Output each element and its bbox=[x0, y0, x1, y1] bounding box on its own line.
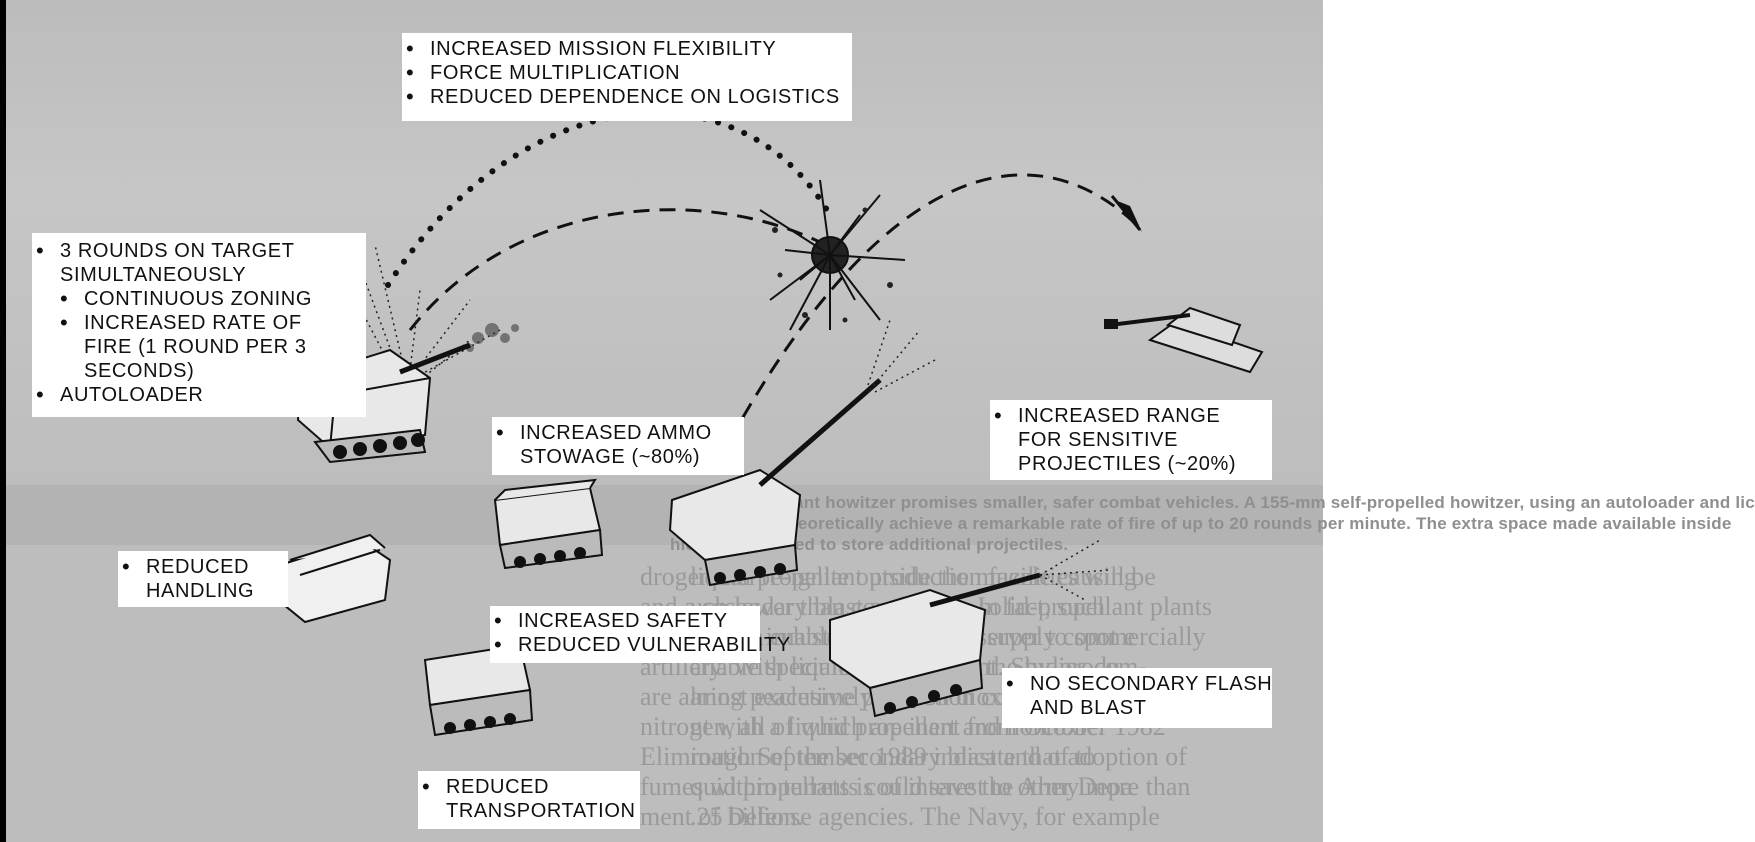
muzzle-spray-left bbox=[329, 239, 501, 381]
rate-line-2: FIRE (1 ROUND PER 3 bbox=[84, 336, 307, 358]
diagram-artwork bbox=[276, 109, 1264, 737]
label-reduced-handling: REDUCED HANDLING bbox=[118, 551, 288, 607]
ammo-vehicle bbox=[493, 478, 604, 570]
projectile-arrow bbox=[1110, 195, 1142, 232]
handling-line-1: REDUCED bbox=[118, 555, 288, 579]
flash-line-1: NO SECONDARY FLASH bbox=[1002, 672, 1272, 696]
range-line-2: FOR SENSITIVE bbox=[1018, 429, 1179, 451]
caption-line-2: opellant, can theoretically achieve a re… bbox=[670, 514, 1732, 533]
dotted-trajectory bbox=[385, 109, 833, 288]
autoloader-item: AUTOLOADER bbox=[32, 383, 366, 407]
vulnerability-item: REDUCED VULNERABILITY bbox=[490, 633, 790, 657]
article-right-line: rough September 1989 indicate that adopt… bbox=[690, 742, 1187, 771]
caption-band bbox=[6, 485, 1323, 545]
rounds-line-2: SIMULTANEOUSLY bbox=[60, 264, 247, 286]
handling-line-2: HANDLING bbox=[146, 580, 255, 602]
no-flash-howitzer bbox=[829, 572, 1041, 718]
label-reduced-transportation: REDUCED TRANSPORTATION bbox=[418, 771, 640, 829]
muzzle-smoke bbox=[466, 323, 519, 352]
flash-line-2: AND BLAST bbox=[1030, 697, 1147, 719]
transport-line-2: TRANSPORTATION bbox=[446, 800, 636, 822]
mission-item: INCREASED MISSION FLEXIBILITY bbox=[402, 37, 852, 61]
rate-line-3: SECONDS) bbox=[84, 360, 195, 382]
muzzle-spray-center bbox=[867, 319, 936, 393]
article-left-line: fumes within turrets is of interest to o… bbox=[640, 772, 1133, 801]
mission-item: REDUCED DEPENDENCE ON LOGISTICS bbox=[402, 85, 852, 109]
rate-line-1: INCREASED RATE OF bbox=[32, 311, 366, 335]
handling-vehicle bbox=[276, 533, 392, 624]
label-ammo-stowage: INCREASED AMMO STOWAGE (~80%) bbox=[492, 417, 744, 475]
label-rounds-on-target: 3 ROUNDS ON TARGET SIMULTANEOUSLY CONTIN… bbox=[32, 233, 366, 417]
transport-line-1: REDUCED bbox=[418, 775, 640, 799]
dashed-trajectory-long bbox=[728, 173, 1142, 441]
article-right-line: .25 billion. bbox=[690, 802, 804, 831]
left-border-bar bbox=[0, 0, 6, 842]
safety-item: INCREASED SAFETY bbox=[490, 609, 760, 633]
mission-item: FORCE MULTIPLICATION bbox=[402, 61, 852, 85]
article-right-line: quid propellants could save the Army mor… bbox=[690, 772, 1191, 801]
dashed-trajectory-short bbox=[408, 208, 836, 331]
rounds-line-1: 3 ROUNDS ON TARGET bbox=[32, 239, 366, 263]
figure-stage: e liquid propellant howitzer promises sm… bbox=[0, 0, 1323, 842]
explosion-dust bbox=[772, 207, 893, 323]
explosion-burst bbox=[759, 179, 906, 331]
label-safety: INCREASED SAFETY REDUCED VULNERABILITY bbox=[490, 606, 790, 663]
zoning-item: CONTINUOUS ZONING bbox=[32, 287, 366, 311]
ammo-line-2: STOWAGE (~80%) bbox=[520, 446, 701, 468]
label-mission: INCREASED MISSION FLEXIBILITY FORCE MULT… bbox=[402, 33, 852, 121]
muzzle-spray-right bbox=[1039, 539, 1111, 601]
article-left-line: Elimination of the secondary blast and o… bbox=[640, 742, 1096, 771]
range-line-1: INCREASED RANGE bbox=[990, 404, 1272, 428]
article-left-line: ment of Defense agencies. The Navy, for … bbox=[640, 802, 1160, 831]
label-no-flash: NO SECONDARY FLASH AND BLAST bbox=[1002, 668, 1272, 728]
howitzer-center-right bbox=[668, 378, 882, 587]
caption-line-1: e liquid propellant howitzer promises sm… bbox=[670, 493, 1755, 512]
enemy-tank bbox=[1104, 306, 1264, 374]
ammo-line-1: INCREASED AMMO bbox=[492, 421, 744, 445]
label-increased-range: INCREASED RANGE FOR SENSITIVE PROJECTILE… bbox=[990, 400, 1272, 480]
range-line-3: PROJECTILES (~20%) bbox=[1018, 453, 1237, 475]
